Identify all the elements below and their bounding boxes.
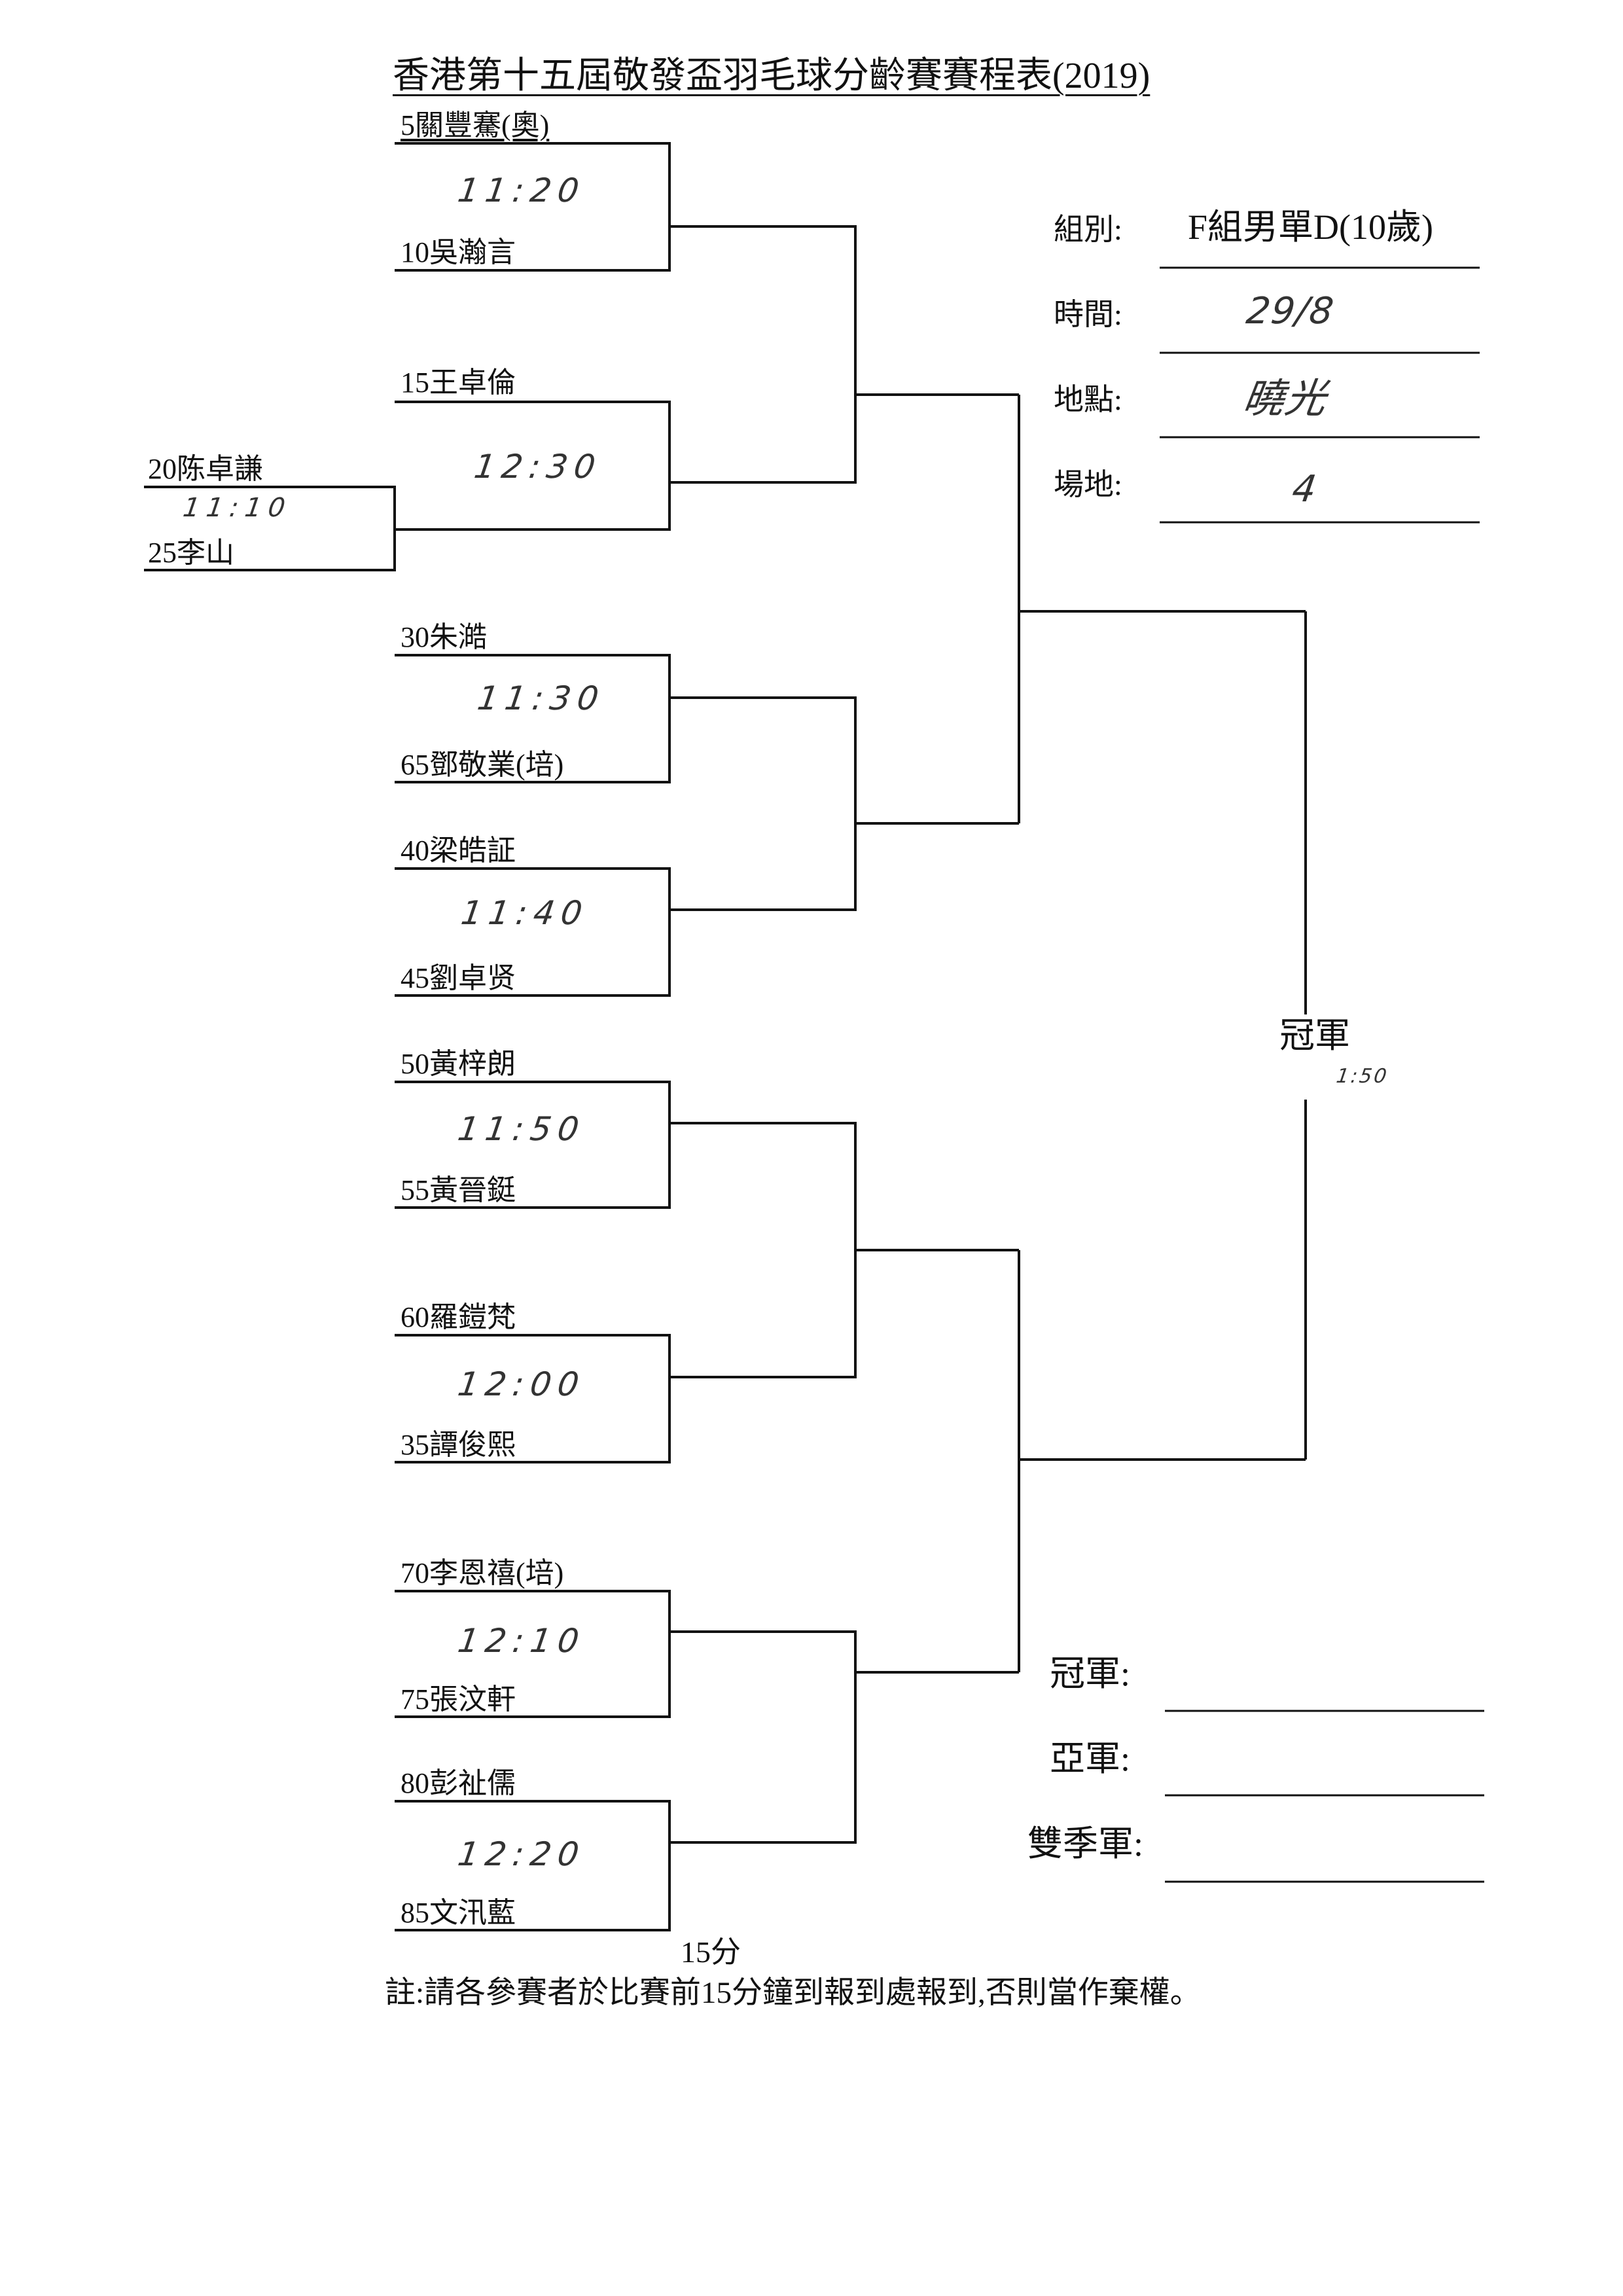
player-slot: 25李山 [148,537,234,569]
venue-value: 曉光 [1240,374,1331,422]
player-slot: 20陈卓謙 [148,453,263,485]
qf-2-bracket [669,696,1019,911]
match-time: 12:30 [471,448,605,486]
group-label: 組別: [1054,213,1122,246]
court-value: 4 [1289,468,1326,511]
player-slot: 65鄧敬業(培) [401,749,564,781]
player-slot: 85文汛藍 [401,1897,516,1929]
match-1-bracket [395,142,671,272]
match-time: 11:30 [474,679,608,717]
match-8-bracket [395,1800,671,1931]
player-slot: 80彭祉儒 [401,1767,516,1799]
venue-label: 地點: [1054,383,1122,416]
footer-note: 註:請各參賽者於比賽前15分鐘到報到處報到,否則當作棄權。 [385,1976,1201,2010]
sf-2-bracket [1018,1250,1306,1672]
result-champion-label: 冠軍: [1050,1654,1131,1693]
match-4-bracket [395,867,671,997]
court-label: 場地: [1054,468,1122,501]
player-slot: 70李恩禧(培) [401,1557,564,1589]
report-time-note: 15分 [681,1935,741,1969]
player-slot: 75張汶軒 [401,1683,516,1715]
group-value: F組男單D(10歲) [1188,207,1433,247]
time-value: 29/8 [1243,290,1338,332]
player-slot: 30朱澔 [401,621,487,653]
match-3-bracket [395,654,671,783]
qf-1-bracket [669,225,1019,484]
match-time: 12:00 [455,1365,588,1403]
result-third-label: 雙季軍: [1027,1824,1144,1863]
player-slot: 40梁皓証 [401,834,516,867]
player-slot: 45劉卓贤 [401,962,516,994]
time-label: 時間: [1054,298,1122,331]
match-time: 11:20 [455,171,588,209]
page-title: 香港第十五屆敬發盃羽毛球分齡賽賽程表(2019) [393,56,1150,96]
match-5-bracket [395,1081,671,1209]
match-time: 11:40 [458,894,592,932]
final-time: 1:50 [1334,1065,1390,1088]
match-time: 12:20 [455,1835,588,1873]
match-time: 12:10 [455,1622,588,1660]
player-slot: 35譚俊熙 [401,1429,516,1461]
match-time: 11:10 [181,493,294,523]
match-7-bracket [395,1590,671,1718]
qf-3-bracket [669,1122,1019,1378]
player-slot: 60羅鎧梵 [401,1301,516,1333]
player-slot: 55黃晉鋌 [401,1174,516,1206]
prelim-bracket [144,486,396,571]
champion-label: 冠軍 [1279,1016,1350,1055]
match-time: 11:50 [455,1110,588,1148]
player-slot: 5關豐騫(奧) [401,109,550,141]
player-slot: 15王卓倫 [401,367,516,399]
match-2-bracket [395,401,671,531]
result-runner-up-label: 亞軍: [1050,1739,1131,1778]
match-6-bracket [395,1334,671,1463]
player-slot: 10吳瀚言 [401,236,516,268]
sf-1-bracket [1018,395,1306,823]
qf-4-bracket [669,1630,1019,1844]
player-slot: 50黃梓朗 [401,1048,516,1080]
